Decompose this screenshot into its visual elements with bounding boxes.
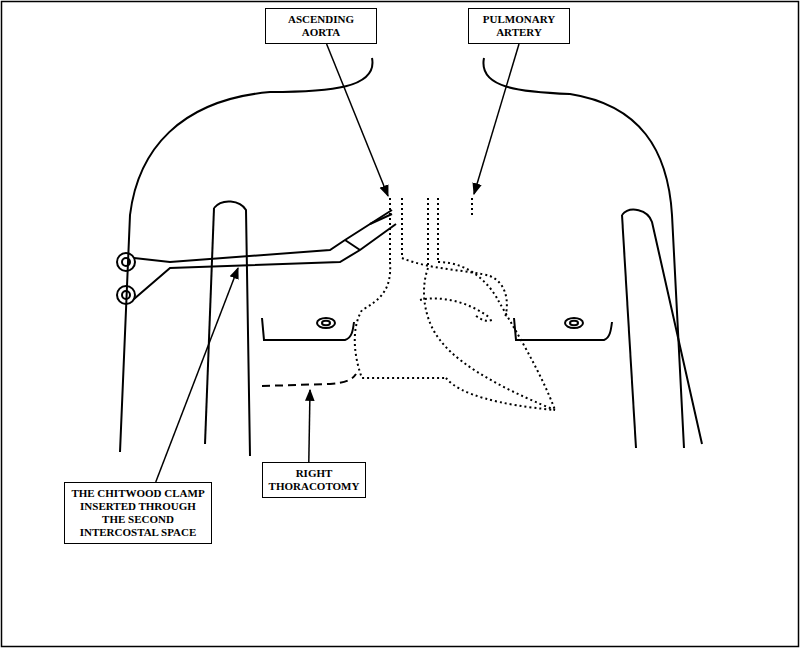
label-box: PULMONARY ARTERY	[468, 8, 570, 44]
thoracotomy-incision	[262, 374, 356, 386]
label-box: THE CHITWOOD CLAMP INSERTED THROUGH THE …	[64, 482, 212, 544]
body-outline	[120, 58, 702, 456]
leader-arrow	[309, 390, 310, 462]
heart-outline	[355, 198, 555, 410]
label-box: RIGHT THORACOTOMY	[262, 462, 366, 498]
box-label: RIGHT THORACOTOMY	[268, 467, 360, 493]
label-box: ASCENDING AORTA	[265, 8, 377, 44]
box-label: ASCENDING AORTA	[271, 13, 371, 39]
chitwood-clamp	[117, 210, 396, 304]
leader-arrow	[474, 44, 519, 194]
leader-arrow	[327, 44, 388, 196]
box-label: THE CHITWOOD CLAMP INSERTED THROUGH THE …	[70, 487, 206, 539]
leader-arrow	[156, 268, 238, 482]
box-label: PULMONARY ARTERY	[474, 13, 564, 39]
